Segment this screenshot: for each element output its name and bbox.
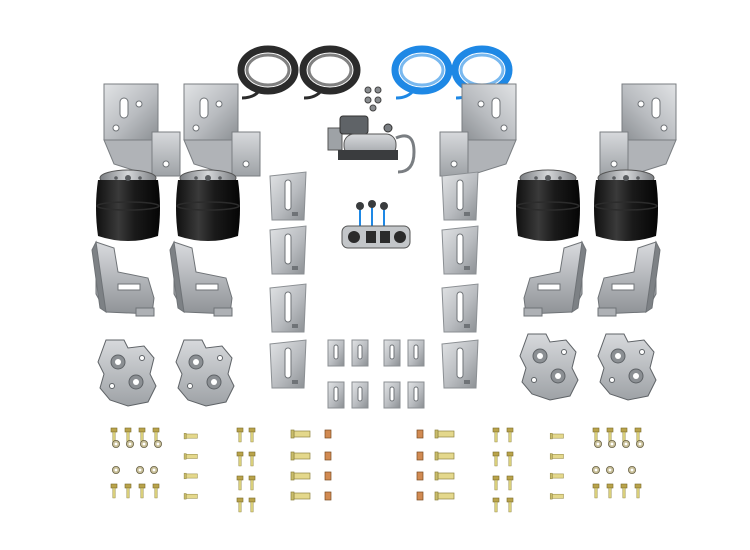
small-clip bbox=[407, 381, 425, 409]
small-clip bbox=[407, 339, 425, 367]
black-tubing-coil bbox=[303, 49, 357, 98]
slotted-plate bbox=[269, 339, 307, 389]
black-tubing-coil bbox=[241, 49, 295, 98]
air-bag bbox=[95, 169, 161, 242]
lower-cradle bbox=[597, 241, 661, 317]
upper-bracket bbox=[439, 83, 517, 177]
hardware-group bbox=[592, 427, 645, 449]
axle-plate bbox=[597, 333, 657, 401]
valve-panel bbox=[341, 200, 411, 249]
fitting-cluster bbox=[364, 86, 382, 112]
slotted-plates-right bbox=[441, 171, 479, 389]
lower-cradle bbox=[523, 241, 587, 317]
small-clip bbox=[351, 339, 369, 367]
small-clip bbox=[327, 339, 345, 367]
lower-cradle bbox=[169, 241, 233, 317]
lower-cradles bbox=[91, 241, 661, 317]
small-clip bbox=[351, 381, 369, 409]
slotted-plates-left bbox=[269, 171, 307, 389]
hardware-group bbox=[492, 427, 514, 513]
axle-plate bbox=[97, 339, 157, 407]
axle-plate bbox=[519, 333, 579, 401]
hardware-group bbox=[110, 427, 163, 449]
black-tubing-coils bbox=[241, 49, 357, 98]
upper-bracket bbox=[599, 83, 677, 177]
hardware-group bbox=[549, 433, 564, 500]
small-clips bbox=[327, 339, 425, 409]
hardware-group bbox=[290, 429, 332, 501]
hardware-group bbox=[416, 429, 455, 501]
small-clip bbox=[383, 339, 401, 367]
air-bag bbox=[593, 169, 659, 242]
small-clip bbox=[327, 381, 345, 409]
small-clip bbox=[383, 381, 401, 409]
slotted-plate bbox=[441, 171, 479, 221]
upper-bracket bbox=[103, 83, 181, 177]
blue-tubing-coil bbox=[395, 49, 449, 98]
lower-cradle bbox=[91, 241, 155, 317]
slotted-plate bbox=[441, 225, 479, 275]
air-compressor bbox=[327, 115, 416, 174]
hardware-group bbox=[183, 433, 198, 500]
axle-plates bbox=[97, 333, 657, 407]
slotted-plate bbox=[269, 225, 307, 275]
axle-plate bbox=[175, 339, 235, 407]
slotted-plate bbox=[269, 171, 307, 221]
slotted-plate bbox=[441, 283, 479, 333]
hardware-group bbox=[236, 427, 256, 513]
air-bag bbox=[175, 169, 241, 242]
hardware-group bbox=[591, 465, 642, 499]
slotted-plate bbox=[441, 339, 479, 389]
hardware-group bbox=[110, 465, 160, 499]
air-bag bbox=[515, 169, 581, 242]
slotted-plate bbox=[269, 283, 307, 333]
